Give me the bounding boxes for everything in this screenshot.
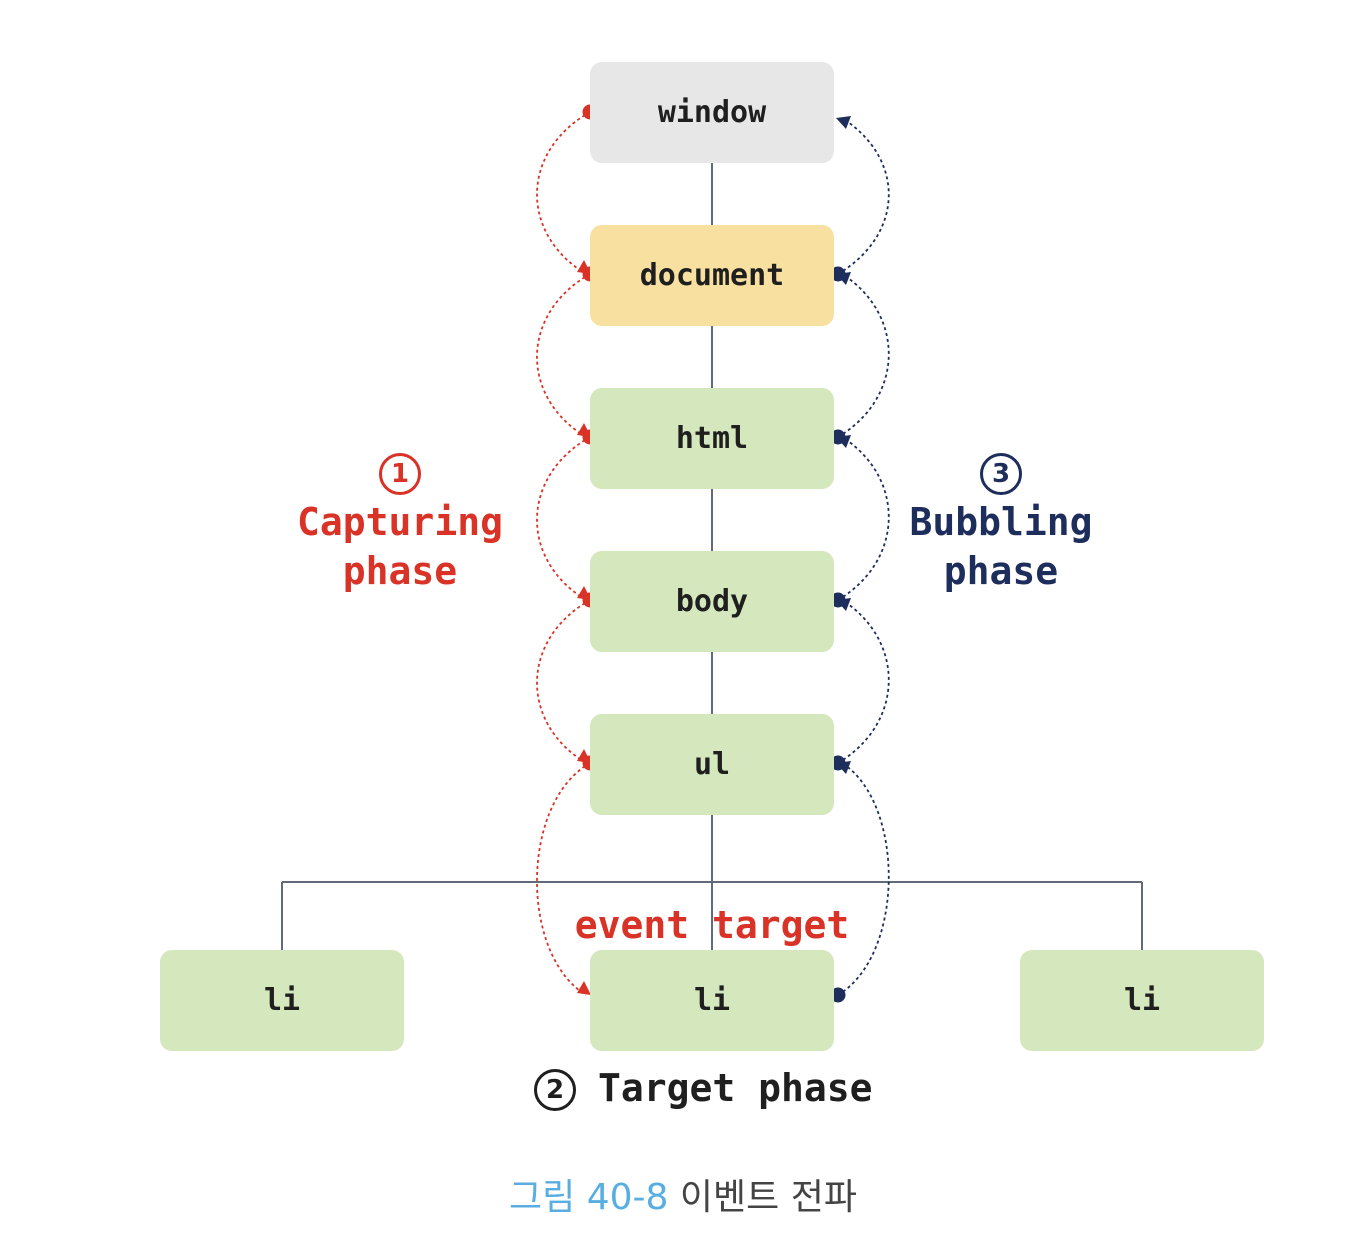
bubbling-number-badge: 3	[980, 453, 1022, 495]
node-html-label: html	[675, 421, 749, 456]
node-li-right-label: li	[1123, 983, 1161, 1018]
event-target-label: event target	[574, 903, 850, 947]
bubble-dot	[830, 755, 846, 771]
bubbling-phase-subtitle: phase	[943, 549, 1059, 593]
node-body: body	[590, 551, 834, 652]
node-ul-label: ul	[693, 747, 731, 782]
bubble-arrowhead	[836, 116, 851, 129]
node-li-center-label: li	[693, 983, 731, 1018]
target-number-badge: 2	[534, 1069, 576, 1111]
bubble-dot	[830, 266, 846, 282]
node-li-right: li	[1020, 950, 1264, 1051]
node-li-center: li	[590, 950, 834, 1051]
tree-lines	[281, 163, 1143, 950]
figure-caption: 그림 40-8 이벤트 전파	[0, 1168, 1366, 1220]
capture-arrowhead	[577, 981, 591, 995]
bubble-arrow-path	[837, 117, 890, 275]
node-li-left: li	[160, 950, 404, 1051]
bubble-arrow-path	[837, 762, 890, 996]
bubble-arrow-path	[837, 599, 890, 764]
bubble-dot	[830, 987, 846, 1003]
node-window: window	[590, 62, 834, 163]
capturing-phase-subtitle: phase	[342, 549, 458, 593]
node-ul: ul	[590, 714, 834, 815]
node-window-label: window	[657, 95, 767, 130]
node-li-left-label: li	[263, 983, 301, 1018]
node-body-label: body	[675, 584, 749, 619]
bubble-arrow-path	[837, 273, 890, 438]
node-html: html	[590, 388, 834, 489]
capture-arrow-path	[536, 273, 591, 438]
target-phase-label: Target phase	[598, 1066, 873, 1110]
figure-title: 이벤트 전파	[679, 1177, 857, 1218]
capturing-number-badge: 1	[379, 453, 421, 495]
bubbling-arrows	[830, 116, 890, 1003]
figure-number: 그림 40-8	[509, 1177, 669, 1218]
node-document: document	[590, 225, 834, 326]
capture-arrow-path	[536, 599, 591, 764]
capture-arrow-path	[536, 762, 591, 996]
capture-arrow-path	[536, 111, 591, 275]
bubble-dot	[830, 429, 846, 445]
bubble-dot	[830, 592, 846, 608]
capturing-phase-title: Capturing	[297, 500, 503, 544]
node-document-label: document	[639, 258, 785, 293]
bubbling-phase-title: Bubbling	[909, 500, 1093, 544]
